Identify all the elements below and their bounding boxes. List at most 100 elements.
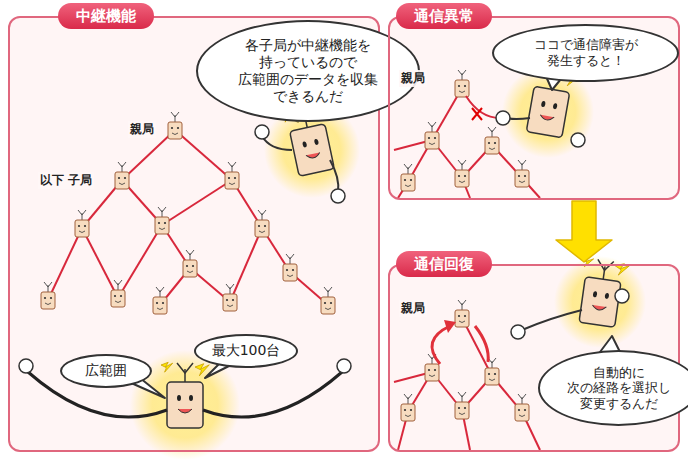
glove-hand: [511, 325, 525, 339]
lightning-bolt: [195, 364, 209, 376]
eye: [464, 85, 466, 87]
eye: [177, 127, 179, 129]
reroute-arrowhead: [444, 320, 456, 333]
station-body: [425, 132, 439, 149]
station-body: [183, 260, 197, 277]
glove-hand: [19, 359, 33, 373]
eye: [464, 175, 466, 177]
link-line: [230, 228, 262, 302]
station-icon: [515, 394, 529, 421]
lightning-bolt: [161, 362, 173, 372]
eye: [404, 179, 406, 181]
speech-bubble: 各子局が中継機能を 持っているので 広範囲のデータを収集 できるんだ: [196, 20, 420, 122]
eye: [404, 409, 406, 411]
station-icon: [485, 127, 499, 154]
mouth: [592, 305, 606, 311]
station-icon: [455, 392, 469, 419]
flow-arrow: [556, 201, 612, 262]
eye: [232, 299, 234, 301]
station-icon: [155, 207, 169, 234]
glove-hand: [496, 111, 510, 125]
glove-hand: [337, 359, 351, 373]
arm: [330, 160, 338, 192]
eye: [171, 127, 173, 129]
antenna: [458, 300, 466, 305]
eye: [324, 302, 326, 304]
antenna: [518, 394, 526, 399]
link-line: [162, 180, 232, 225]
glove-hand: [255, 125, 269, 139]
station-icon: [283, 254, 297, 281]
eye: [494, 373, 496, 375]
antenna: [404, 164, 412, 169]
antenna: [118, 162, 126, 167]
panel: 通信異常ココで通信障害が 発生すると！: [388, 16, 680, 200]
mouth: [489, 148, 495, 150]
eye: [189, 395, 193, 401]
station-body: [425, 364, 439, 381]
break-mark: [472, 108, 482, 120]
mascot-body: [526, 86, 569, 138]
mouth: [119, 183, 125, 185]
speech-bubble: ココで通信障害が 発生すると！: [492, 24, 679, 82]
eye: [44, 297, 46, 299]
station-body: [155, 217, 169, 234]
station-icon: [321, 287, 335, 314]
mouth: [229, 183, 235, 185]
station-body: [153, 297, 167, 314]
eye: [605, 293, 610, 299]
eye: [226, 299, 228, 301]
panel-title-tab: 中継機能: [58, 3, 154, 29]
antenna: [458, 70, 466, 75]
mascot-body: [290, 124, 335, 176]
eye: [177, 395, 181, 401]
panel: 通信回復自動的に 次の経路を選択し 変更するんだ: [388, 264, 680, 452]
station-body: [111, 290, 125, 307]
eye: [162, 302, 164, 304]
mouth: [45, 303, 51, 305]
mouth: [540, 115, 554, 121]
eye: [553, 103, 558, 110]
mouth: [519, 415, 525, 417]
station-icon: [401, 394, 415, 421]
link-line: [175, 130, 232, 180]
station-label: 親局: [128, 121, 156, 138]
eye: [458, 407, 460, 409]
eye: [186, 265, 188, 267]
mouth: [157, 308, 163, 310]
station-body: [515, 404, 529, 421]
eye: [464, 315, 466, 317]
bubble-text: 自動的に 次の経路を選択し 変更するんだ: [561, 365, 677, 412]
station-body: [168, 122, 182, 139]
mouth: [459, 181, 465, 183]
station-body: [455, 80, 469, 97]
station-icon: [401, 164, 415, 191]
antenna: [428, 122, 436, 127]
station-body: [223, 294, 237, 311]
eye: [518, 175, 520, 177]
mouth: [405, 185, 411, 187]
eye: [434, 369, 436, 371]
mouth: [429, 375, 435, 377]
station-body: [255, 220, 269, 237]
bubble-text: 広範囲: [85, 362, 127, 380]
mouth: [519, 181, 525, 183]
eye: [286, 269, 288, 271]
eye: [458, 315, 460, 317]
station-icon: [485, 358, 499, 385]
eye: [488, 373, 490, 375]
glove-hand: [331, 189, 345, 203]
antenna: [184, 369, 186, 382]
station-icon: [225, 162, 239, 189]
eye: [428, 137, 430, 139]
eye: [234, 177, 236, 179]
station-icon: [455, 70, 469, 97]
mouth: [159, 228, 165, 230]
station-icon: [75, 210, 89, 237]
station-body: [401, 174, 415, 191]
mouth: [259, 231, 265, 233]
eye: [258, 225, 260, 227]
station-body: [225, 172, 239, 189]
station-icon: [515, 160, 529, 187]
station-body: [455, 170, 469, 187]
